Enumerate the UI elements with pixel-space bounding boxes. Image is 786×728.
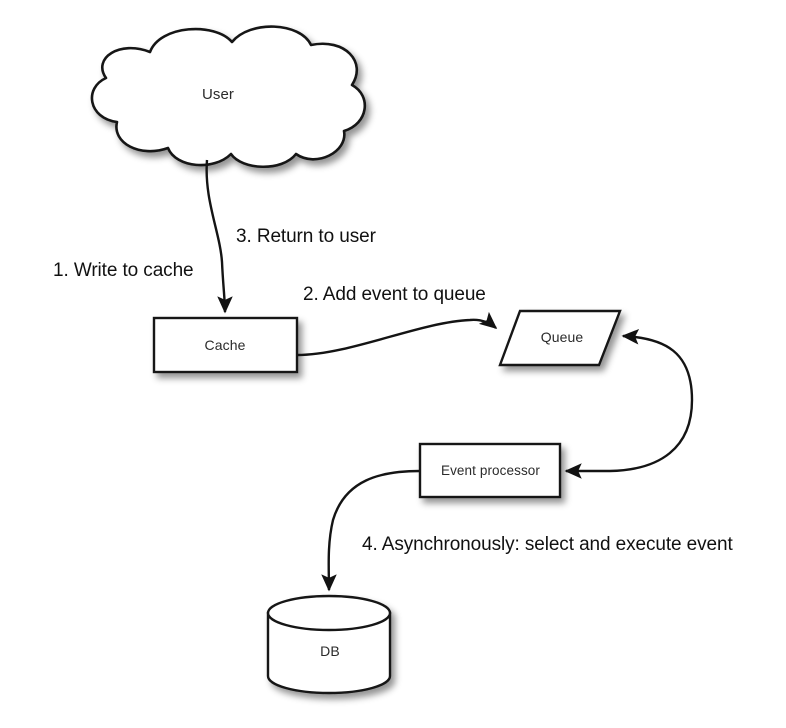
edge-label-step-3-return-to-user: 3. Return to user [236,226,376,247]
node-cache[interactable] [152,316,299,374]
node-user[interactable] [90,25,367,169]
node-label-event-processor: Event processor [440,463,541,478]
cache-box [152,316,299,374]
edge-queue-event-processor-loop [564,328,694,479]
cloud-shape [90,25,367,169]
node-label-cache: Cache [204,337,246,353]
node-db[interactable] [266,594,392,695]
edge-label-step-1-write-to-cache: 1. Write to cache [53,260,194,281]
edge-user-to-cache [205,159,233,314]
edge-cache-to-queue [296,311,498,357]
node-label-db: DB [320,643,340,659]
node-label-queue: Queue [540,329,584,345]
edge-label-step-4-asynchronously-select-and-execute-event: 4. Asynchronously: select and execute ev… [362,534,733,555]
node-label-user: User [201,86,235,103]
db-cylinder-top [266,594,392,632]
db-cylinder-body [266,611,392,695]
edge-event-processor-to-db [321,469,421,592]
edge-label-step-2-add-event-to-queue: 2. Add event to queue [303,284,486,305]
